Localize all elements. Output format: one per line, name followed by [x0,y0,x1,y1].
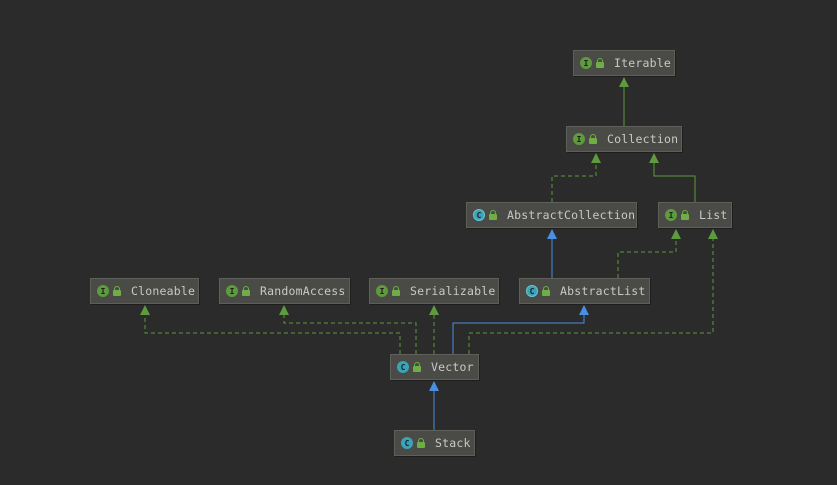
arrowhead-abstractcollection [547,229,557,239]
node-label: Vector [431,360,474,374]
lock-icon [542,286,550,296]
arrowhead-abstractlist [579,305,589,315]
lock-icon [489,210,497,220]
node-randomaccess[interactable]: I RandomAccess [219,278,350,304]
edge-vector-randomaccess [283,308,417,354]
edge-vector-cloneable [144,308,401,354]
node-label: AbstractList [560,284,646,298]
class-icon: C [397,361,409,373]
lock-icon [242,286,250,296]
arrowhead-list-right [708,229,718,239]
arrowhead-randomaccess [279,305,289,315]
interface-icon: I [580,57,592,69]
node-label: Cloneable [131,284,196,298]
interface-icon: I [376,285,388,297]
arrowhead-list-left [671,229,681,239]
node-vector[interactable]: C Vector [390,354,479,380]
arrowhead-cloneable [140,305,150,315]
lock-icon [589,134,597,144]
lock-icon [681,210,689,220]
arrowhead-serializable [429,305,439,315]
edge-abstractlist-list [617,232,677,278]
edge-list-collection [653,156,696,202]
arrowhead-collection-left [591,153,601,163]
node-label: List [699,208,728,222]
edge-vector-abstractlist [452,308,585,354]
node-serializable[interactable]: I Serializable [369,278,499,304]
class-icon: C [401,437,413,449]
node-label: Stack [435,436,471,450]
lock-icon [113,286,121,296]
node-abstractlist[interactable]: C AbstractList [519,278,650,304]
edge-abstractcollection-collection [551,156,597,202]
arrowhead-vector [429,381,439,391]
node-cloneable[interactable]: I Cloneable [90,278,199,304]
interface-icon: I [665,209,677,221]
node-abstractcollection[interactable]: C AbstractCollection [466,202,637,228]
node-list[interactable]: I List [658,202,732,228]
node-label: Iterable [614,56,671,70]
node-label: Serializable [410,284,496,298]
node-collection[interactable]: I Collection [566,126,682,152]
node-label: Collection [607,132,679,146]
interface-icon: I [97,285,109,297]
lock-icon [392,286,400,296]
node-label: AbstractCollection [507,208,636,222]
abstract-class-icon: C [473,209,485,221]
interface-icon: I [573,133,585,145]
interface-icon: I [226,285,238,297]
node-stack[interactable]: C Stack [394,430,475,456]
lock-icon [413,362,421,372]
edge-vector-list [468,232,714,354]
lock-icon [596,58,604,68]
arrowhead-iterable [619,77,629,87]
node-label: RandomAccess [260,284,346,298]
node-iterable[interactable]: I Iterable [573,50,675,76]
arrowhead-collection-right [649,153,659,163]
lock-icon [417,438,425,448]
abstract-class-icon: C [526,285,538,297]
